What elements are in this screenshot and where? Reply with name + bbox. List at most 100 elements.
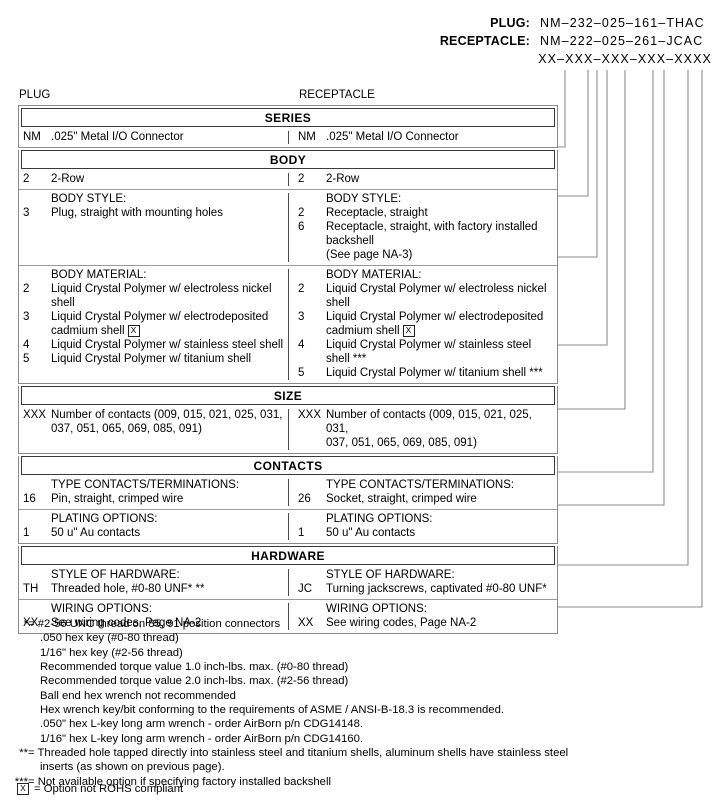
option-text-wrap: Liquid Crystal Polymer w/ stainless stee…: [326, 338, 553, 366]
option-text: Number of contacts (009, 015, 021, 025, …: [326, 409, 532, 435]
rohs-legend: X = Option not ROHS compliant: [17, 782, 183, 796]
option-text-continued-label: (See page NA-3): [326, 249, 413, 261]
option-text-wrap: See wiring codes, Page NA-2: [326, 616, 553, 630]
option-code: 3: [23, 311, 30, 323]
option-text-wrap: Liquid Crystal Polymer w/ electrodeposit…: [51, 310, 284, 338]
option-code: 16: [23, 493, 36, 505]
option-text-wrap: 2-Row: [51, 172, 284, 186]
option-code: 1: [298, 527, 305, 539]
footnote-text: Ball end hex wrench not recommended: [40, 689, 236, 702]
option-group-heading: STYLE OF HARDWARE:: [326, 569, 455, 581]
rohs-x-icon: X: [17, 783, 29, 795]
option-text: Receptacle, straight, with factory insta…: [326, 221, 538, 247]
part-number-row-generic: XX–XXX–XXX–XXX–XXXX: [0, 50, 712, 68]
footnote-text-continued: inserts (as shown on previous page).: [40, 761, 225, 774]
footnote-text: = Threaded hole tapped directly into sta…: [28, 747, 569, 760]
option-code: 26: [298, 493, 311, 505]
option-group-heading: BODY MATERIAL:: [51, 269, 147, 281]
footnote-body: .050" hex L-key long arm wrench - order …: [18, 717, 658, 731]
option-text-wrap: .025" Metal I/O Connector: [51, 130, 284, 144]
option-text-wrap: Liquid Crystal Polymer w/ titanium shell…: [326, 366, 553, 380]
footnote: .050 hex key (#0-80 thread): [18, 631, 658, 645]
option-text: Liquid Crystal Polymer w/ electroless ni…: [326, 283, 547, 309]
plug-cell: WIRING OPTIONS: XX See wiring codes, Page …: [19, 600, 288, 633]
section-band-label: SIZE: [273, 388, 303, 403]
footnote-body: = Threaded hole tapped directly into sta…: [28, 746, 658, 775]
option-code: XX: [23, 617, 39, 629]
option-text-wrap: Receptacle, straight, with factory insta…: [326, 220, 553, 262]
part-number-value-receptacle: NM–222–025–261–JCAC: [540, 34, 704, 48]
option-code: 2: [298, 207, 305, 219]
footnote-text: = Not available option if specifying fac…: [28, 775, 331, 788]
not-rohs-compliant-x-icon: X: [127, 325, 140, 337]
option-text-wrap: Number of contacts (009, 015, 021, 025, …: [51, 408, 284, 436]
option-group-heading: WIRING OPTIONS:: [51, 603, 152, 615]
option-text-wrap: Liquid Crystal Polymer w/ electroless ni…: [51, 282, 284, 310]
section-band-series: SERIES: [21, 108, 555, 127]
option-group-heading: TYPE CONTACTS/TERMINATIONS:: [51, 479, 240, 491]
option-text-wrap: Socket, straight, crimped wire: [326, 492, 553, 506]
leader-wiring: [558, 70, 703, 608]
option-text: Liquid Crystal Polymer w/ electrodeposit…: [51, 311, 269, 323]
section-band-label: SERIES: [264, 110, 312, 125]
option-text-wrap: 50 u" Au contacts: [326, 526, 553, 540]
footnote-marker: *: [23, 618, 28, 630]
option-text-wrap: 2-Row: [326, 172, 553, 186]
footnote-body: Recommended torque value 2.0 inch-lbs. m…: [18, 674, 658, 688]
option-text: 50 u" Au contacts: [326, 527, 416, 539]
option-row: XXX Number of contacts (009, 015, 021, 02…: [19, 406, 557, 453]
rohs-legend-text: = Option not ROHS compliant: [34, 783, 184, 795]
not-rohs-compliant-x-icon: X: [402, 325, 415, 337]
option-text: Liquid Crystal Polymer w/ stainless stee…: [326, 339, 532, 365]
option-text-wrap: Liquid Crystal Polymer w/ stainless stee…: [51, 338, 284, 352]
option-text-continued-label: 037, 051, 065, 069, 085, 091): [326, 437, 477, 449]
option-text-continued: 037, 051, 065, 069, 085, 091): [51, 422, 284, 436]
option-text-wrap: Plug, straight with mounting holes: [51, 206, 284, 220]
footnote-text: Recommended torque value 2.0 inch-lbs. m…: [40, 675, 349, 688]
footnote: 1/16" hex key (#2-56 thread): [18, 646, 658, 660]
option-text-wrap: See wiring codes, Page NA-2: [51, 616, 284, 630]
part-number-label-plug: PLUG:: [490, 16, 530, 30]
option-text: Liquid Crystal Polymer w/ titanium shell: [51, 353, 252, 365]
column-caption-receptacle: RECEPTACLE: [299, 89, 375, 101]
option-code: 5: [298, 367, 305, 379]
leader-plating: [558, 70, 665, 506]
option-text-wrap: Liquid Crystal Polymer w/ titanium shell: [51, 352, 284, 366]
footnote-text: 1/16" hex key (#2-56 thread): [40, 646, 183, 659]
option-group-heading: PLATING OPTIONS:: [51, 513, 158, 525]
option-code: 3: [298, 311, 305, 323]
footnotes-list: *= #2-56 UNC thread on 85, 91 position c…: [15, 617, 658, 789]
option-code: NM: [23, 131, 41, 143]
column-captions: PLUG RECEPTACLE: [0, 88, 712, 104]
option-code: XXX: [23, 409, 47, 421]
footnote: 1/16" hex L-key long arm wrench - order …: [18, 732, 658, 746]
section-band-hardware: HARDWARE: [21, 546, 555, 565]
option-text-wrap: Turning jackscrews, captivated #0-80 UNF…: [326, 582, 553, 596]
